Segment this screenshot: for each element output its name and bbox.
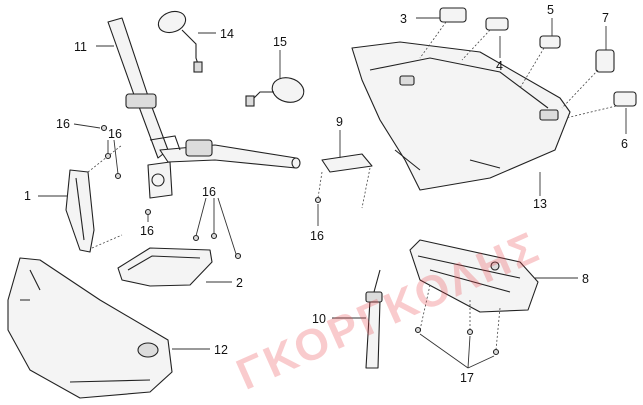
screws	[100, 124, 500, 356]
leader-lines	[38, 17, 627, 369]
callout-16-a: 16	[56, 117, 70, 131]
callout-5: 5	[547, 3, 554, 17]
callout-15: 15	[273, 35, 287, 49]
turn-signal	[117, 247, 213, 287]
callout-16-e: 16	[310, 229, 324, 243]
callout-14: 14	[220, 27, 234, 41]
handlebar	[107, 17, 301, 199]
callout-4: 4	[496, 59, 503, 73]
switch-3	[419, 7, 467, 59]
headlight	[65, 144, 123, 253]
callout-6: 6	[621, 137, 628, 151]
front-cover	[7, 257, 173, 399]
speedometer	[409, 239, 539, 351]
switch-7	[561, 49, 615, 109]
callout-17: 17	[460, 371, 474, 385]
callout-16-c: 16	[140, 224, 154, 238]
callout-1: 1	[24, 189, 31, 203]
callout-16-d: 16	[202, 185, 216, 199]
callout-11: 11	[74, 40, 87, 54]
bracket	[317, 153, 373, 209]
handle-cover-rear	[351, 41, 571, 191]
mirror-right	[245, 77, 305, 107]
callout-7: 7	[602, 11, 609, 25]
callout-16-b: 16	[108, 127, 122, 141]
callout-10: 10	[312, 312, 326, 326]
speedometer-cable	[365, 269, 383, 369]
switch-6	[565, 91, 637, 119]
callout-3: 3	[400, 12, 407, 26]
callout-8: 8	[582, 272, 589, 286]
callout-2: 2	[236, 276, 243, 290]
callout-13: 13	[533, 197, 547, 211]
switch-5	[519, 35, 561, 89]
callout-9: 9	[336, 115, 343, 129]
callout-12: 12	[214, 343, 228, 357]
mirror-left	[157, 10, 203, 73]
switch-4	[461, 17, 509, 61]
